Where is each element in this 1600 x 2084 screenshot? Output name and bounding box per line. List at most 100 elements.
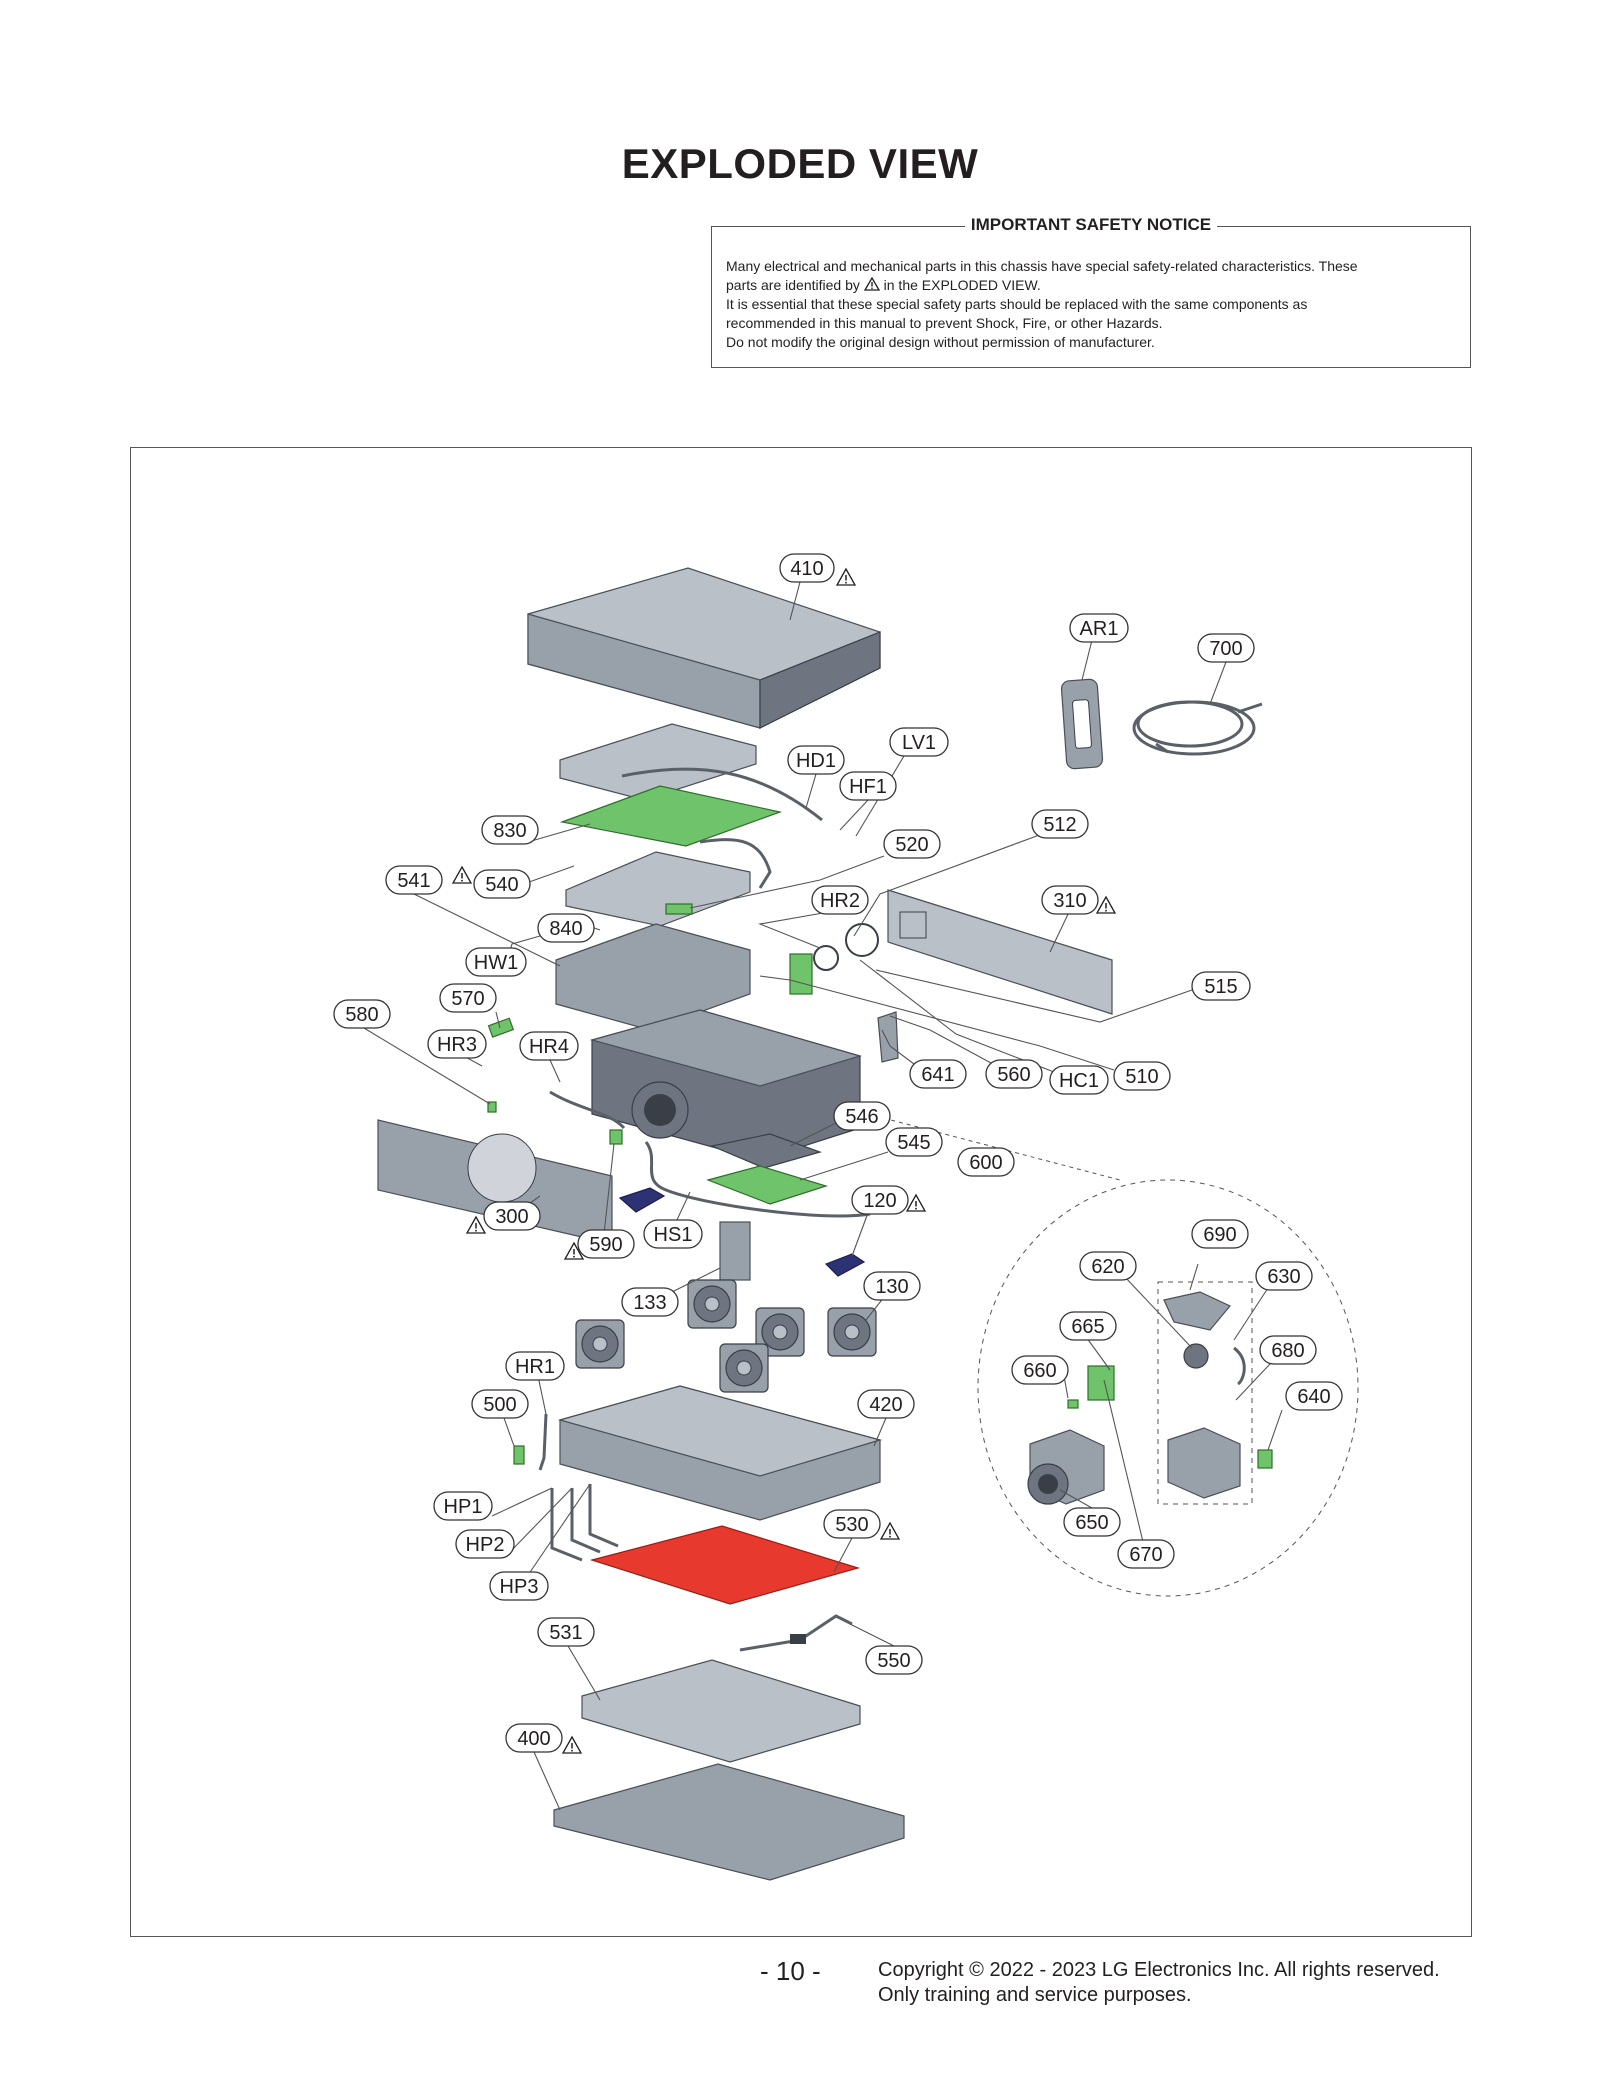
callout-830: 830 bbox=[481, 815, 539, 845]
callout-640: 640 bbox=[1285, 1381, 1343, 1411]
board-500 bbox=[513, 1445, 525, 1465]
callout-hp3: HP3 bbox=[489, 1571, 549, 1601]
svg-text:HF1: HF1 bbox=[849, 776, 887, 798]
warning-triangle-icon bbox=[466, 1216, 486, 1234]
copyright-footer: Copyright © 2022 - 2023 LG Electronics I… bbox=[878, 1958, 1440, 2008]
cable-lv1 bbox=[699, 838, 772, 889]
svg-text:580: 580 bbox=[345, 1004, 378, 1026]
main-board-830 bbox=[559, 785, 783, 847]
svg-text:HS1: HS1 bbox=[654, 1224, 693, 1246]
svg-text:300: 300 bbox=[495, 1206, 528, 1228]
callout-515: 515 bbox=[1191, 971, 1251, 1001]
callout-540: 540 bbox=[473, 869, 531, 899]
callout-500: 500 bbox=[471, 1389, 529, 1419]
svg-text:HR2: HR2 bbox=[820, 890, 860, 912]
rear-panel-310 bbox=[887, 889, 1113, 1015]
svg-text:HC1: HC1 bbox=[1059, 1070, 1099, 1092]
frame-540 bbox=[565, 851, 751, 927]
callout-545: 545 bbox=[885, 1127, 943, 1157]
insulator-133 bbox=[719, 1221, 751, 1281]
callout-660: 660 bbox=[1011, 1355, 1069, 1385]
callout-lv1: LV1 bbox=[889, 727, 949, 757]
svg-text:LV1: LV1 bbox=[902, 732, 936, 754]
callout-700: 700 bbox=[1197, 633, 1255, 663]
svg-text:510: 510 bbox=[1125, 1066, 1158, 1088]
optical-engine-600 bbox=[589, 1009, 863, 1161]
svg-text:HP1: HP1 bbox=[444, 1496, 483, 1518]
svg-text:531: 531 bbox=[549, 1622, 582, 1644]
callout-hp1: HP1 bbox=[433, 1491, 493, 1521]
chassis-frame-840 bbox=[555, 923, 751, 1031]
svg-text:HP3: HP3 bbox=[500, 1576, 539, 1598]
bracket-830 bbox=[559, 723, 757, 801]
callout-550: 550 bbox=[865, 1645, 923, 1675]
svg-text:410: 410 bbox=[790, 558, 823, 580]
copyright-line-1: Copyright © 2022 - 2023 LG Electronics I… bbox=[878, 1959, 1440, 1981]
svg-text:HD1: HD1 bbox=[796, 750, 836, 772]
warning-triangle-icon bbox=[863, 277, 880, 291]
svg-text:520: 520 bbox=[895, 834, 928, 856]
callout-400: 400 bbox=[505, 1723, 563, 1753]
callout-hr3: HR3 bbox=[427, 1029, 487, 1059]
svg-text:310: 310 bbox=[1053, 890, 1086, 912]
bracket-navy-right-120 bbox=[824, 1253, 866, 1277]
sensor-580 bbox=[487, 1101, 497, 1113]
board-512 bbox=[789, 953, 813, 995]
callout-130: 130 bbox=[863, 1271, 921, 1301]
notice-line-1: Many electrical and mechanical parts in … bbox=[726, 258, 1358, 274]
callout-546: 546 bbox=[833, 1101, 891, 1131]
callout-531: 531 bbox=[537, 1617, 595, 1647]
svg-text:HR4: HR4 bbox=[529, 1036, 569, 1058]
svg-text:670: 670 bbox=[1129, 1544, 1162, 1566]
callout-840: 840 bbox=[537, 913, 595, 943]
svg-text:641: 641 bbox=[921, 1064, 954, 1086]
svg-text:690: 690 bbox=[1203, 1224, 1236, 1246]
svg-text:530: 530 bbox=[835, 1514, 868, 1536]
warning-triangle-icon bbox=[452, 866, 472, 884]
svg-text:840: 840 bbox=[549, 918, 582, 940]
bracket-641 bbox=[877, 1011, 899, 1063]
cable-550 bbox=[739, 1614, 853, 1652]
svg-text:HP2: HP2 bbox=[466, 1534, 505, 1556]
callout-560: 560 bbox=[985, 1059, 1043, 1089]
svg-text:590: 590 bbox=[589, 1234, 622, 1256]
page-title: EXPLODED VIEW bbox=[621, 140, 979, 187]
safety-notice-box: IMPORTANT SAFETY NOTICE Many electrical … bbox=[711, 215, 1471, 368]
safety-notice-text: Many electrical and mechanical parts in … bbox=[726, 257, 1456, 352]
svg-text:130: 130 bbox=[875, 1276, 908, 1298]
svg-text:830: 830 bbox=[493, 820, 526, 842]
callout-570: 570 bbox=[439, 983, 497, 1013]
page-number: - 10 - bbox=[760, 1956, 821, 1986]
lower-chassis-420 bbox=[557, 1385, 883, 1521]
notice-line-5: Do not modify the original design withou… bbox=[726, 334, 1155, 350]
callout-120: 120 bbox=[851, 1185, 909, 1215]
svg-text:650: 650 bbox=[1075, 1512, 1108, 1534]
svg-text:620: 620 bbox=[1091, 1256, 1124, 1278]
svg-text:550: 550 bbox=[877, 1650, 910, 1672]
notice-line-3: It is essential that these special safet… bbox=[726, 296, 1308, 312]
svg-text:665: 665 bbox=[1071, 1316, 1104, 1338]
fans-130 bbox=[575, 1279, 877, 1393]
callout-580: 580 bbox=[333, 999, 391, 1029]
svg-text:680: 680 bbox=[1271, 1340, 1304, 1362]
cable-hs1 bbox=[644, 1141, 871, 1218]
callout-630: 630 bbox=[1255, 1261, 1313, 1291]
bracket-515 bbox=[813, 923, 879, 971]
svg-text:545: 545 bbox=[897, 1132, 930, 1154]
callout-641: 641 bbox=[909, 1059, 967, 1089]
engine-parts-detail bbox=[1027, 1291, 1273, 1505]
remote-control-ar1 bbox=[1060, 678, 1104, 770]
svg-text:HR3: HR3 bbox=[437, 1034, 477, 1056]
warning-triangle-icon bbox=[562, 1736, 582, 1754]
power-board-530 bbox=[589, 1525, 861, 1605]
bottom-cover-400 bbox=[553, 1763, 905, 1881]
callout-620: 620 bbox=[1079, 1251, 1137, 1281]
svg-text:AR1: AR1 bbox=[1080, 618, 1119, 640]
svg-text:540: 540 bbox=[485, 874, 518, 896]
callout-510: 510 bbox=[1113, 1061, 1171, 1091]
callout-650: 650 bbox=[1063, 1507, 1121, 1537]
warning-triangle-icon bbox=[880, 1522, 900, 1540]
board-570 bbox=[487, 1017, 515, 1038]
board-520 bbox=[665, 903, 693, 915]
